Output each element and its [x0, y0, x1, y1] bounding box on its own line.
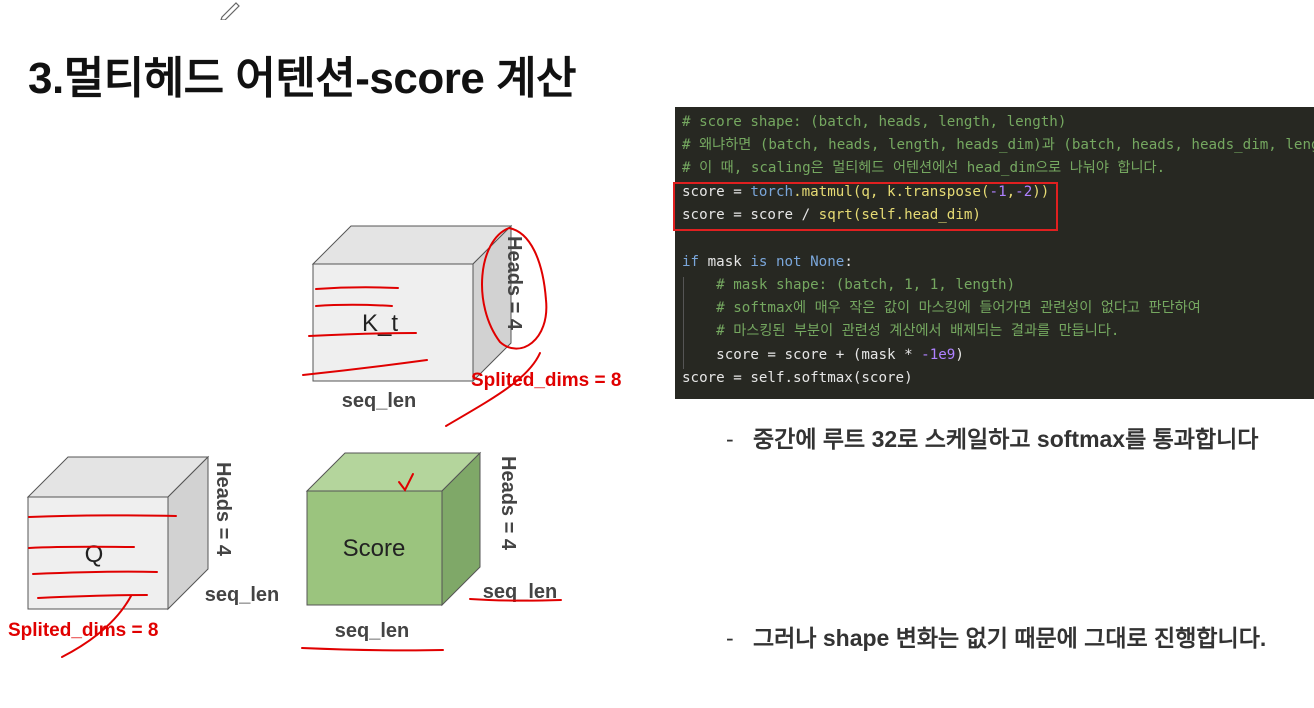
code-line-3: # 이 때, scaling은 멀티헤드 어텐션에선 head_dim으로 나눠…: [682, 160, 1166, 176]
code-line-9: # 마스킹된 부분이 관련성 계산에서 배제되는 결과를 만듭니다.: [682, 323, 1120, 339]
code-line-7: # mask shape: (batch, 1, 1, length): [682, 277, 1016, 293]
code-highlight-box: [673, 182, 1058, 231]
k-heads-label: Heads = 4: [503, 236, 525, 331]
code-line-5: score = score / sqrt(self.head_dim): [682, 207, 981, 223]
q-cube: Q: [26, 455, 210, 611]
k-cube: K_t: [311, 224, 513, 383]
score-cube: Score: [305, 451, 482, 607]
k-dims-label: Splited_dims = 8: [471, 370, 621, 391]
indent-guide: [683, 277, 684, 369]
bullet-2: - 그러나 shape 변화는 없기 때문에 그대로 진행합니다.: [726, 623, 1286, 687]
pen-icon: [220, 2, 240, 20]
code-line-8: # softmax에 매우 작은 값이 마스킹에 들어가면 관련성이 없다고 판…: [682, 300, 1201, 316]
code-line-2: # 왜냐하면 (batch, heads, length, heads_dim)…: [682, 137, 1314, 153]
tensor-diagram: K_t seq_len Heads = 4 Splited_dims = 8 Q…: [8, 224, 621, 658]
code-line-6: if mask is not None:: [682, 254, 853, 270]
score-heads-label: Heads = 4: [497, 456, 519, 551]
bullet-2-text: 그러나 shape 변화는 없기 때문에 그대로 진행합니다.: [753, 625, 1267, 651]
score-cube-label: Score: [343, 535, 406, 562]
q-cube-label: Q: [85, 541, 104, 568]
score-seq-len-right-label: seq_len: [483, 581, 557, 603]
code-line-1: # score shape: (batch, heads, length, le…: [682, 114, 1067, 130]
code-panel: # score shape: (batch, heads, length, le…: [675, 107, 1314, 399]
page-title: 3.멀티헤드 어텐션-score 계산: [28, 54, 577, 103]
bullet-1-text: 중간에 루트 32로 스케일하고 softmax를 통과합니다: [753, 426, 1259, 452]
score-seq-len-bottom-label: seq_len: [335, 620, 409, 642]
code-line-11: score = self.softmax(score): [682, 370, 913, 386]
k-seq-len-label: seq_len: [342, 390, 416, 412]
q-heads-label: Heads = 4: [212, 462, 234, 557]
code-line-4: score = torch.matmul(q, k.transpose(-1,-…: [682, 184, 1050, 200]
bullet-1: - 중간에 루트 32로 스케일하고 softmax를 통과합니다: [726, 424, 1286, 488]
red-annotations: [28, 227, 562, 658]
q-dims-label: Splited_dims = 8: [8, 620, 158, 641]
bullet-2-dash: -: [726, 625, 734, 651]
code-line-10: score = score + (mask * -1e9): [682, 347, 964, 363]
bullet-1-dash: -: [726, 426, 734, 452]
q-seq-len-label: seq_len: [205, 584, 279, 606]
